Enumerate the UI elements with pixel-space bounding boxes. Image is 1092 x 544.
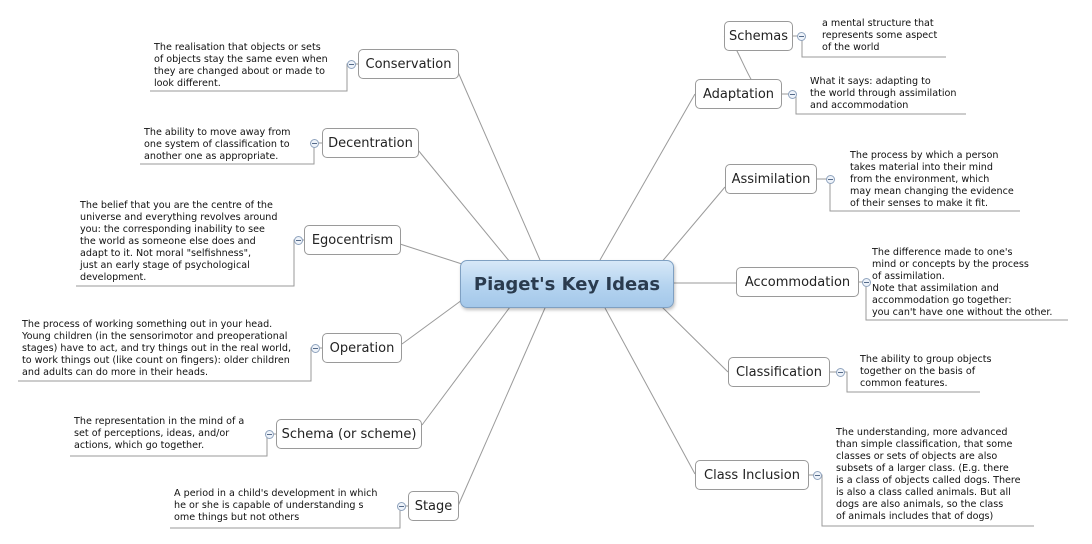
note-classification: The ability to group objects together on…	[860, 354, 992, 389]
note-accommodation: The difference made to one's mind or con…	[872, 247, 1053, 318]
note-schemas: a mental structure that represents some …	[822, 18, 938, 53]
collapse-toggle-stage[interactable]	[397, 502, 406, 511]
topic-egocentrism[interactable]: Egocentrism	[304, 225, 401, 255]
topic-schemas[interactable]: Schemas	[724, 21, 793, 51]
collapse-toggle-class-inclusion[interactable]	[813, 471, 822, 480]
note-assimilation: The process by which a person takes mate…	[850, 150, 1014, 209]
collapse-toggle-accommodation[interactable]	[862, 278, 871, 287]
collapse-toggle-classification[interactable]	[836, 368, 845, 377]
collapse-toggle-adaptation[interactable]	[788, 90, 797, 99]
topic-operation[interactable]: Operation	[322, 333, 402, 363]
central-topic[interactable]: Piaget's Key Ideas	[460, 260, 674, 308]
note-decentration: The ability to move away from one system…	[144, 127, 291, 162]
topic-adaptation[interactable]: Adaptation	[695, 79, 782, 109]
connector-classification	[659, 304, 729, 373]
note-line-assimilation	[816, 178, 1020, 212]
collapse-toggle-schemas[interactable]	[797, 32, 806, 41]
connector-stage	[457, 307, 546, 507]
connector-schema-scheme	[421, 306, 511, 426]
connector-class-inclusion	[604, 307, 696, 475]
topic-accommodation[interactable]: Accommodation	[736, 267, 859, 297]
collapse-toggle-operation[interactable]	[311, 344, 320, 353]
note-conservation: The realisation that objects or sets of …	[154, 42, 328, 89]
collapse-toggle-assimilation[interactable]	[826, 175, 835, 184]
topic-conservation[interactable]: Conservation	[358, 49, 459, 79]
topic-schema-scheme[interactable]: Schema (or scheme)	[276, 419, 422, 449]
topic-decentration[interactable]: Decentration	[322, 128, 419, 158]
collapse-toggle-conservation[interactable]	[347, 60, 356, 69]
connector-egocentrism	[399, 243, 463, 265]
connector-assimilation	[659, 186, 726, 265]
connector-conservation	[457, 71, 541, 261]
collapse-toggle-egocentrism[interactable]	[294, 236, 303, 245]
connector-operation	[401, 299, 463, 345]
connector-adaptation	[599, 93, 696, 261]
note-adaptation: What it says: adapting to the world thro…	[810, 76, 957, 111]
note-operation: The process of working something out in …	[22, 319, 292, 378]
note-stage: A period in a child's development in whi…	[174, 488, 378, 523]
collapse-toggle-schema-scheme[interactable]	[265, 430, 274, 439]
topic-class-inclusion[interactable]: Class Inclusion	[695, 460, 809, 490]
topic-classification[interactable]: Classification	[728, 357, 830, 387]
note-egocentrism: The belief that you are the centre of th…	[80, 200, 278, 283]
collapse-toggle-decentration[interactable]	[310, 139, 319, 148]
topic-assimilation[interactable]: Assimilation	[725, 164, 817, 194]
note-class-inclusion: The understanding, more advanced than si…	[836, 427, 1021, 522]
connector-decentration	[417, 149, 511, 263]
note-schema-scheme: The representation in the mind of a set …	[74, 416, 245, 451]
topic-stage[interactable]: Stage	[408, 491, 459, 521]
